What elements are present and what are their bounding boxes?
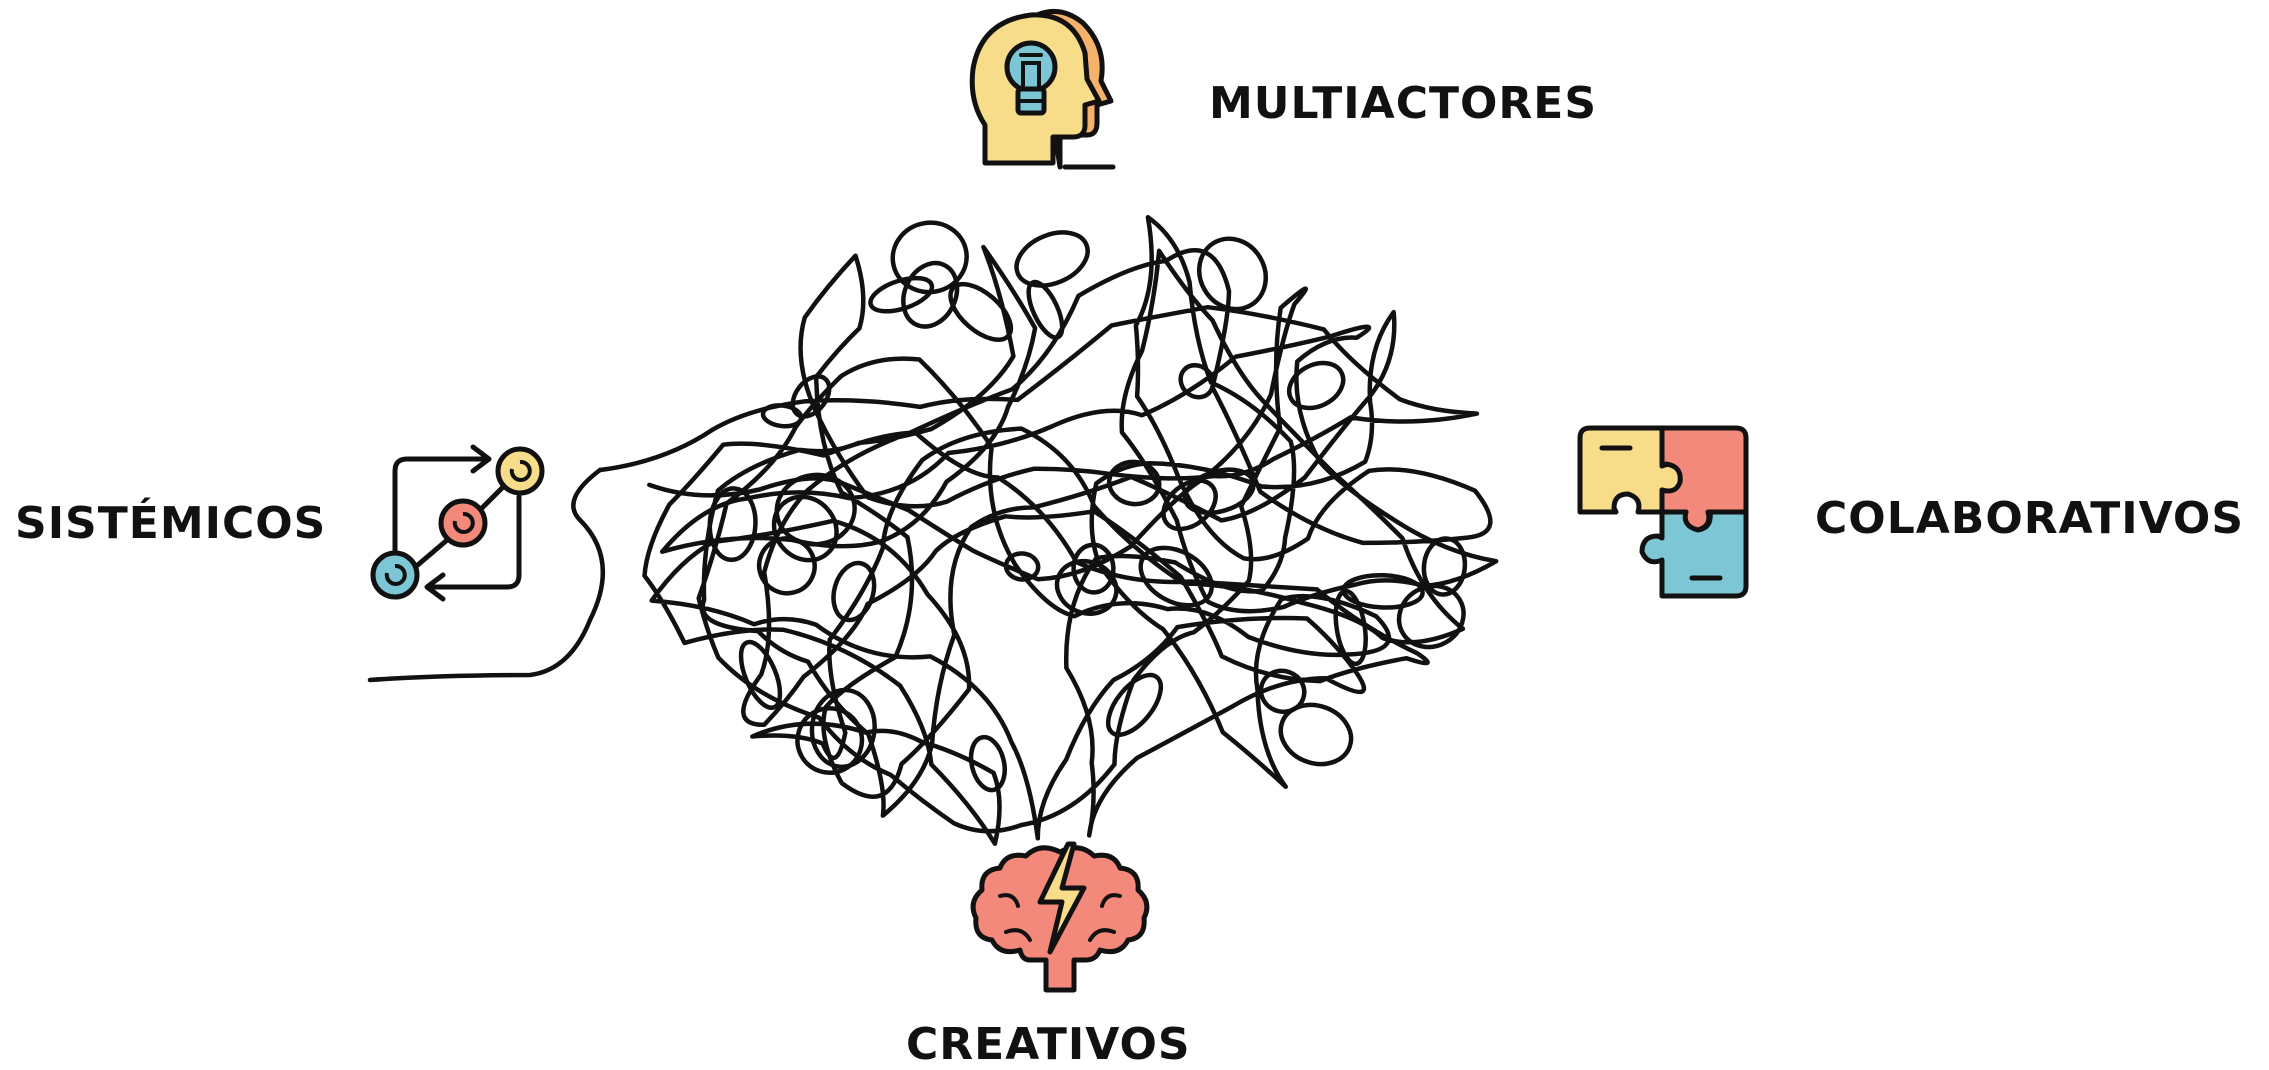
scribble-loop <box>1026 279 1065 340</box>
scribble-loop <box>1197 236 1268 312</box>
scribble-loop <box>1161 478 1218 532</box>
two-heads-lightbulb-icon <box>969 8 1116 170</box>
puzzle-pieces-icon <box>1577 425 1749 599</box>
label-sistemicos: SISTÉMICOS <box>15 498 327 549</box>
label-multiactores: MULTIACTORES <box>1209 78 1598 129</box>
scribble-tangle <box>597 214 1499 846</box>
scribble-loop <box>738 639 783 710</box>
scribble-loop <box>1054 558 1119 616</box>
scribble-loop <box>1278 702 1354 767</box>
scribble-loop <box>1014 230 1090 288</box>
scribble-loop <box>1003 551 1041 582</box>
scribble-loop <box>831 560 877 623</box>
scribble-loop <box>1138 545 1214 608</box>
scribble-loop <box>795 706 865 775</box>
scribble-loop <box>1396 583 1466 650</box>
scribble-loop <box>1286 360 1346 411</box>
scribble-loop <box>1106 459 1162 507</box>
scribble-loop <box>809 687 877 770</box>
scribble-tail <box>367 467 606 683</box>
scribble-loop <box>868 275 935 314</box>
brain-lightning-icon <box>970 841 1150 993</box>
scribble-loop <box>1071 542 1116 595</box>
scribble-loop <box>1178 362 1216 400</box>
scribble-loop <box>790 374 832 419</box>
scribble-loop <box>890 220 969 295</box>
scribble-loop <box>1333 588 1368 667</box>
scribble-loop <box>1182 467 1256 515</box>
scribble-loop <box>948 281 1014 342</box>
process-flow-icon <box>370 444 545 602</box>
scribble-loop <box>1258 668 1307 715</box>
scribble-loop <box>771 494 839 563</box>
scribble-loop <box>707 486 758 563</box>
scribble-loop <box>1421 536 1468 597</box>
scribble-loop <box>1105 672 1164 737</box>
label-creativos: CREATIVOS <box>906 1019 1191 1070</box>
scribble-loop <box>968 734 1007 793</box>
label-colaborativos: COLABORATIVOS <box>1815 493 2245 544</box>
